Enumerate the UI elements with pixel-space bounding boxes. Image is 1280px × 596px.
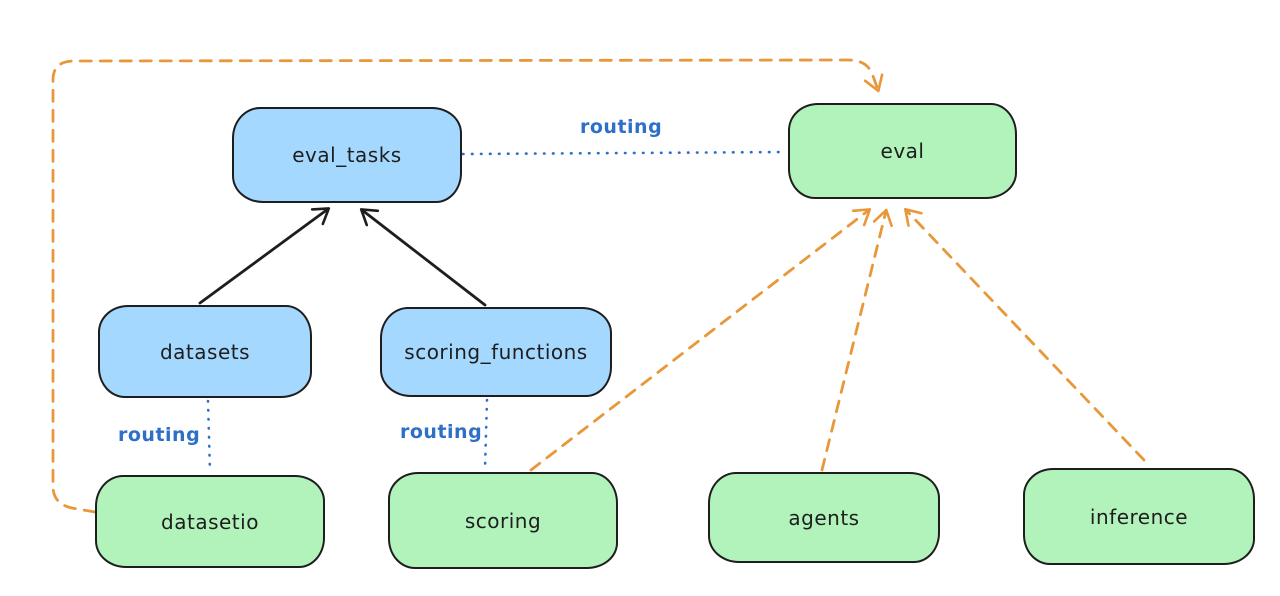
edge-datasets-to-datasetio — [206, 399, 212, 474]
node-scoring: scoring — [388, 472, 618, 569]
node-scoring-label: scoring — [464, 508, 542, 533]
node-scoring-functions-label: scoring_functions — [404, 340, 588, 364]
edge-eval_tasks-to-eval — [461, 150, 788, 156]
edge-datasets-to-eval_tasks — [198, 207, 331, 305]
node-datasets: datasets — [98, 305, 312, 398]
node-datasetio-label: datasetio — [161, 509, 259, 534]
edge-label-routing-datasets-datasetio: routing — [118, 424, 201, 446]
node-inference-label: inference — [1089, 504, 1189, 529]
node-eval-tasks: eval_tasks — [232, 107, 462, 203]
edge-scoring_functions-to-scoring — [483, 398, 489, 471]
edge-agents-to-eval — [820, 208, 893, 472]
edge-inference-to-eval — [904, 207, 1146, 462]
edge-datasetio-to-eval — [51, 58, 884, 514]
edge-label-routing-scoring_functions-scoring: routing — [400, 421, 483, 443]
node-agents: agents — [708, 472, 940, 563]
node-datasets-label: datasets — [159, 339, 251, 364]
node-datasetio: datasetio — [95, 475, 325, 568]
node-scoring-functions: scoring_functions — [380, 307, 612, 397]
edge-scoring-to-eval — [529, 208, 872, 472]
node-eval-tasks-label: eval_tasks — [292, 143, 402, 167]
node-agents-label: agents — [788, 505, 860, 530]
node-inference: inference — [1023, 468, 1255, 565]
node-eval-label: eval — [880, 139, 925, 163]
node-eval: eval — [788, 103, 1017, 199]
edge-scoring_functions-to-eval_tasks — [359, 208, 487, 307]
edge-label-routing-eval_tasks-eval: routing — [580, 116, 663, 138]
